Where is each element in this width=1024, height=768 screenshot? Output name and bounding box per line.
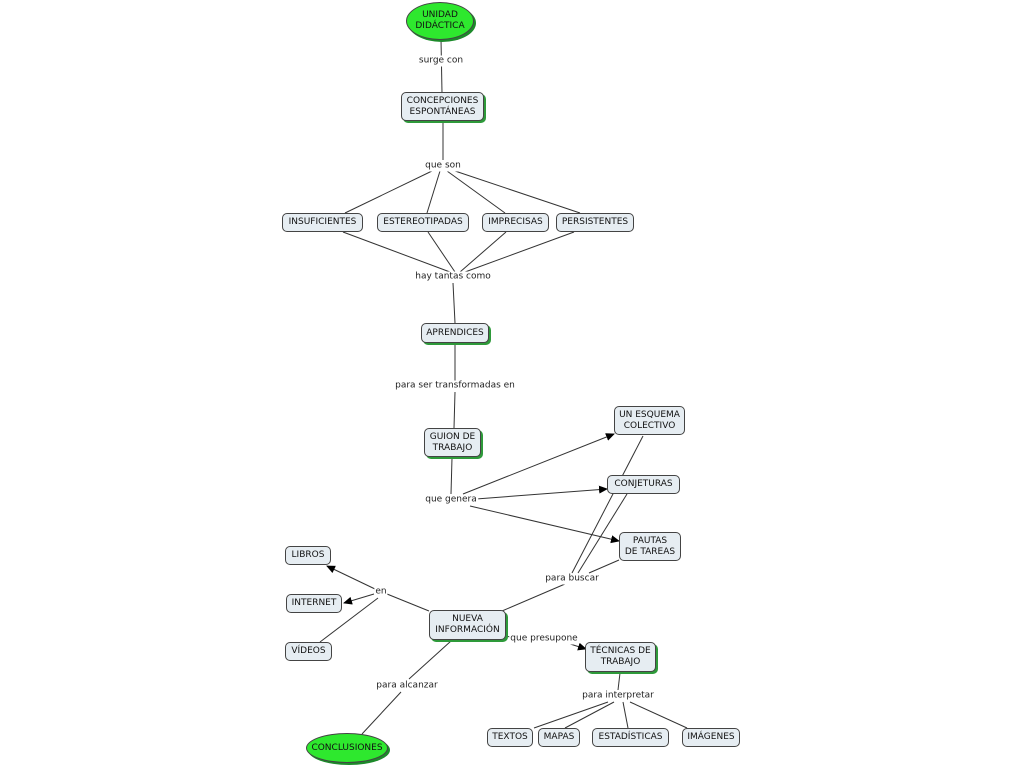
node-internet[interactable]: INTERNET: [286, 594, 342, 613]
node-nueva-informacion[interactable]: NUEVA INFORMACIÓN: [429, 610, 506, 640]
node-libros[interactable]: LIBROS: [285, 546, 331, 565]
link-que-son: que son: [424, 160, 462, 172]
node-mapas[interactable]: MAPAS: [538, 728, 580, 747]
node-estadisticas[interactable]: ESTADÍSTICAS: [592, 728, 669, 747]
link-que-presupone: que presupone: [509, 633, 579, 645]
node-esquema-colectivo[interactable]: UN ESQUEMA COLECTIVO: [614, 406, 685, 435]
node-tecnicas-de-trabajo[interactable]: TÉCNICAS DE TRABAJO: [585, 642, 656, 672]
link-que-genera: que genera: [424, 494, 478, 506]
node-estereotipadas[interactable]: ESTEREOTIPADAS: [377, 213, 469, 232]
node-imagenes[interactable]: IMÁGENES: [682, 728, 740, 747]
node-imprecisas[interactable]: IMPRECISAS: [482, 213, 549, 232]
link-para-buscar: para buscar: [544, 573, 600, 585]
link-para-ser-transformadas-en: para ser transformadas en: [394, 380, 516, 392]
node-videos[interactable]: VÍDEOS: [285, 642, 332, 661]
link-para-interpretar: para interpretar: [581, 690, 655, 702]
node-insuficientes[interactable]: INSUFICIENTES: [282, 213, 363, 232]
node-conjeturas[interactable]: CONJETURAS: [607, 475, 680, 494]
node-aprendices[interactable]: APRENDICES: [421, 323, 489, 343]
link-en: en: [374, 586, 388, 598]
node-concepciones-espontaneas[interactable]: CONCEPCIONES ESPONTÁNEAS: [401, 92, 484, 121]
node-unidad-didactica[interactable]: UNIDAD DIDÁCTICA: [406, 2, 474, 40]
link-surge-con: surge con: [417, 55, 465, 67]
link-para-alcanzar: para alcanzar: [375, 680, 439, 692]
node-pautas-de-tareas[interactable]: PAUTAS DE TAREAS: [619, 532, 681, 561]
node-persistentes[interactable]: PERSISTENTES: [556, 213, 634, 232]
node-conclusiones[interactable]: CONCLUSIONES: [306, 733, 388, 763]
node-textos[interactable]: TEXTOS: [487, 728, 533, 747]
node-guion-de-trabajo[interactable]: GUION DE TRABAJO: [424, 428, 481, 457]
link-hay-tantas-como: hay tantas como: [414, 271, 492, 283]
